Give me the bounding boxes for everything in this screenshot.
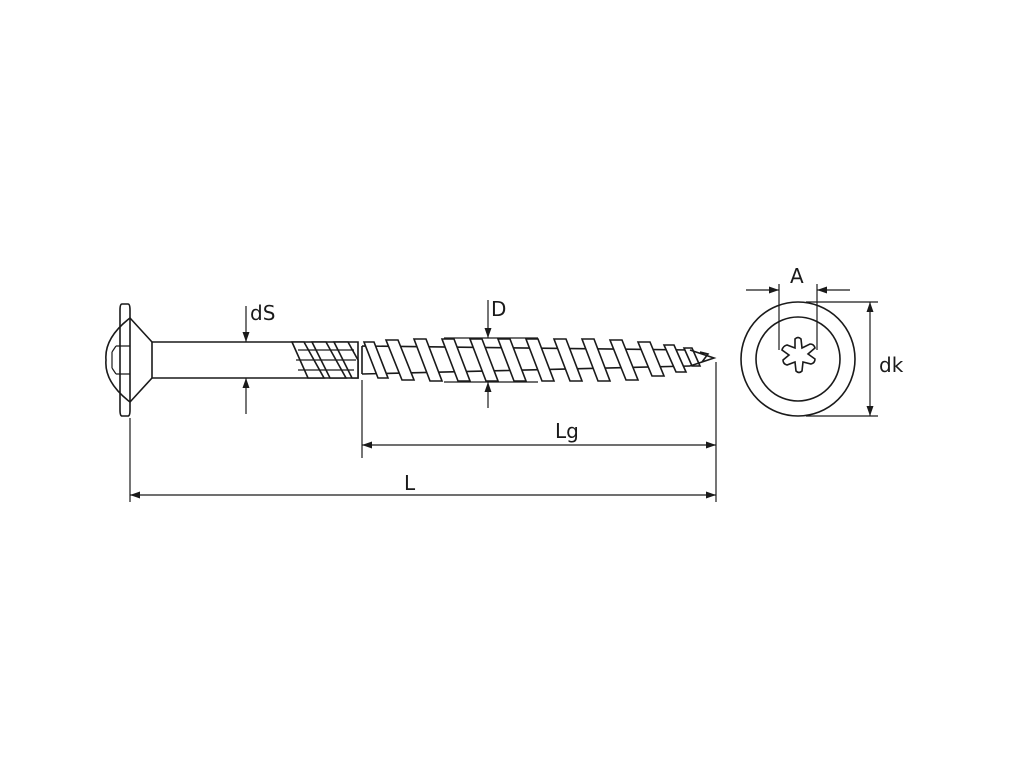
screw-underhead-taper	[129, 317, 153, 403]
screw-head-end-view	[740, 301, 856, 417]
label-l: L	[404, 471, 416, 495]
label-lg: Lg	[555, 419, 579, 443]
label-ds: dS	[250, 301, 275, 325]
screw-shank	[151, 341, 292, 379]
dimension-dk: dk	[806, 301, 904, 417]
screw-side-view	[105, 303, 717, 417]
label-d: D	[491, 297, 506, 321]
screw-point	[689, 349, 717, 367]
screw-head-flange	[119, 303, 131, 417]
head-inner-circle	[755, 316, 841, 402]
dimension-l: L	[129, 418, 716, 502]
torx-drive-icon	[781, 336, 816, 374]
dimension-ds: dS	[242, 301, 275, 414]
screw-thread-crests	[362, 338, 702, 382]
screw-head-recess	[111, 345, 130, 375]
dimension-d: D	[444, 297, 538, 408]
screw-cutter-section	[290, 341, 359, 379]
head-outer-circle	[740, 301, 856, 417]
screw-head-dome	[105, 317, 131, 403]
label-dk: dk	[879, 353, 904, 377]
dimension-lg: Lg	[361, 362, 717, 502]
label-a: A	[790, 264, 804, 288]
dimension-a: A	[746, 264, 850, 350]
